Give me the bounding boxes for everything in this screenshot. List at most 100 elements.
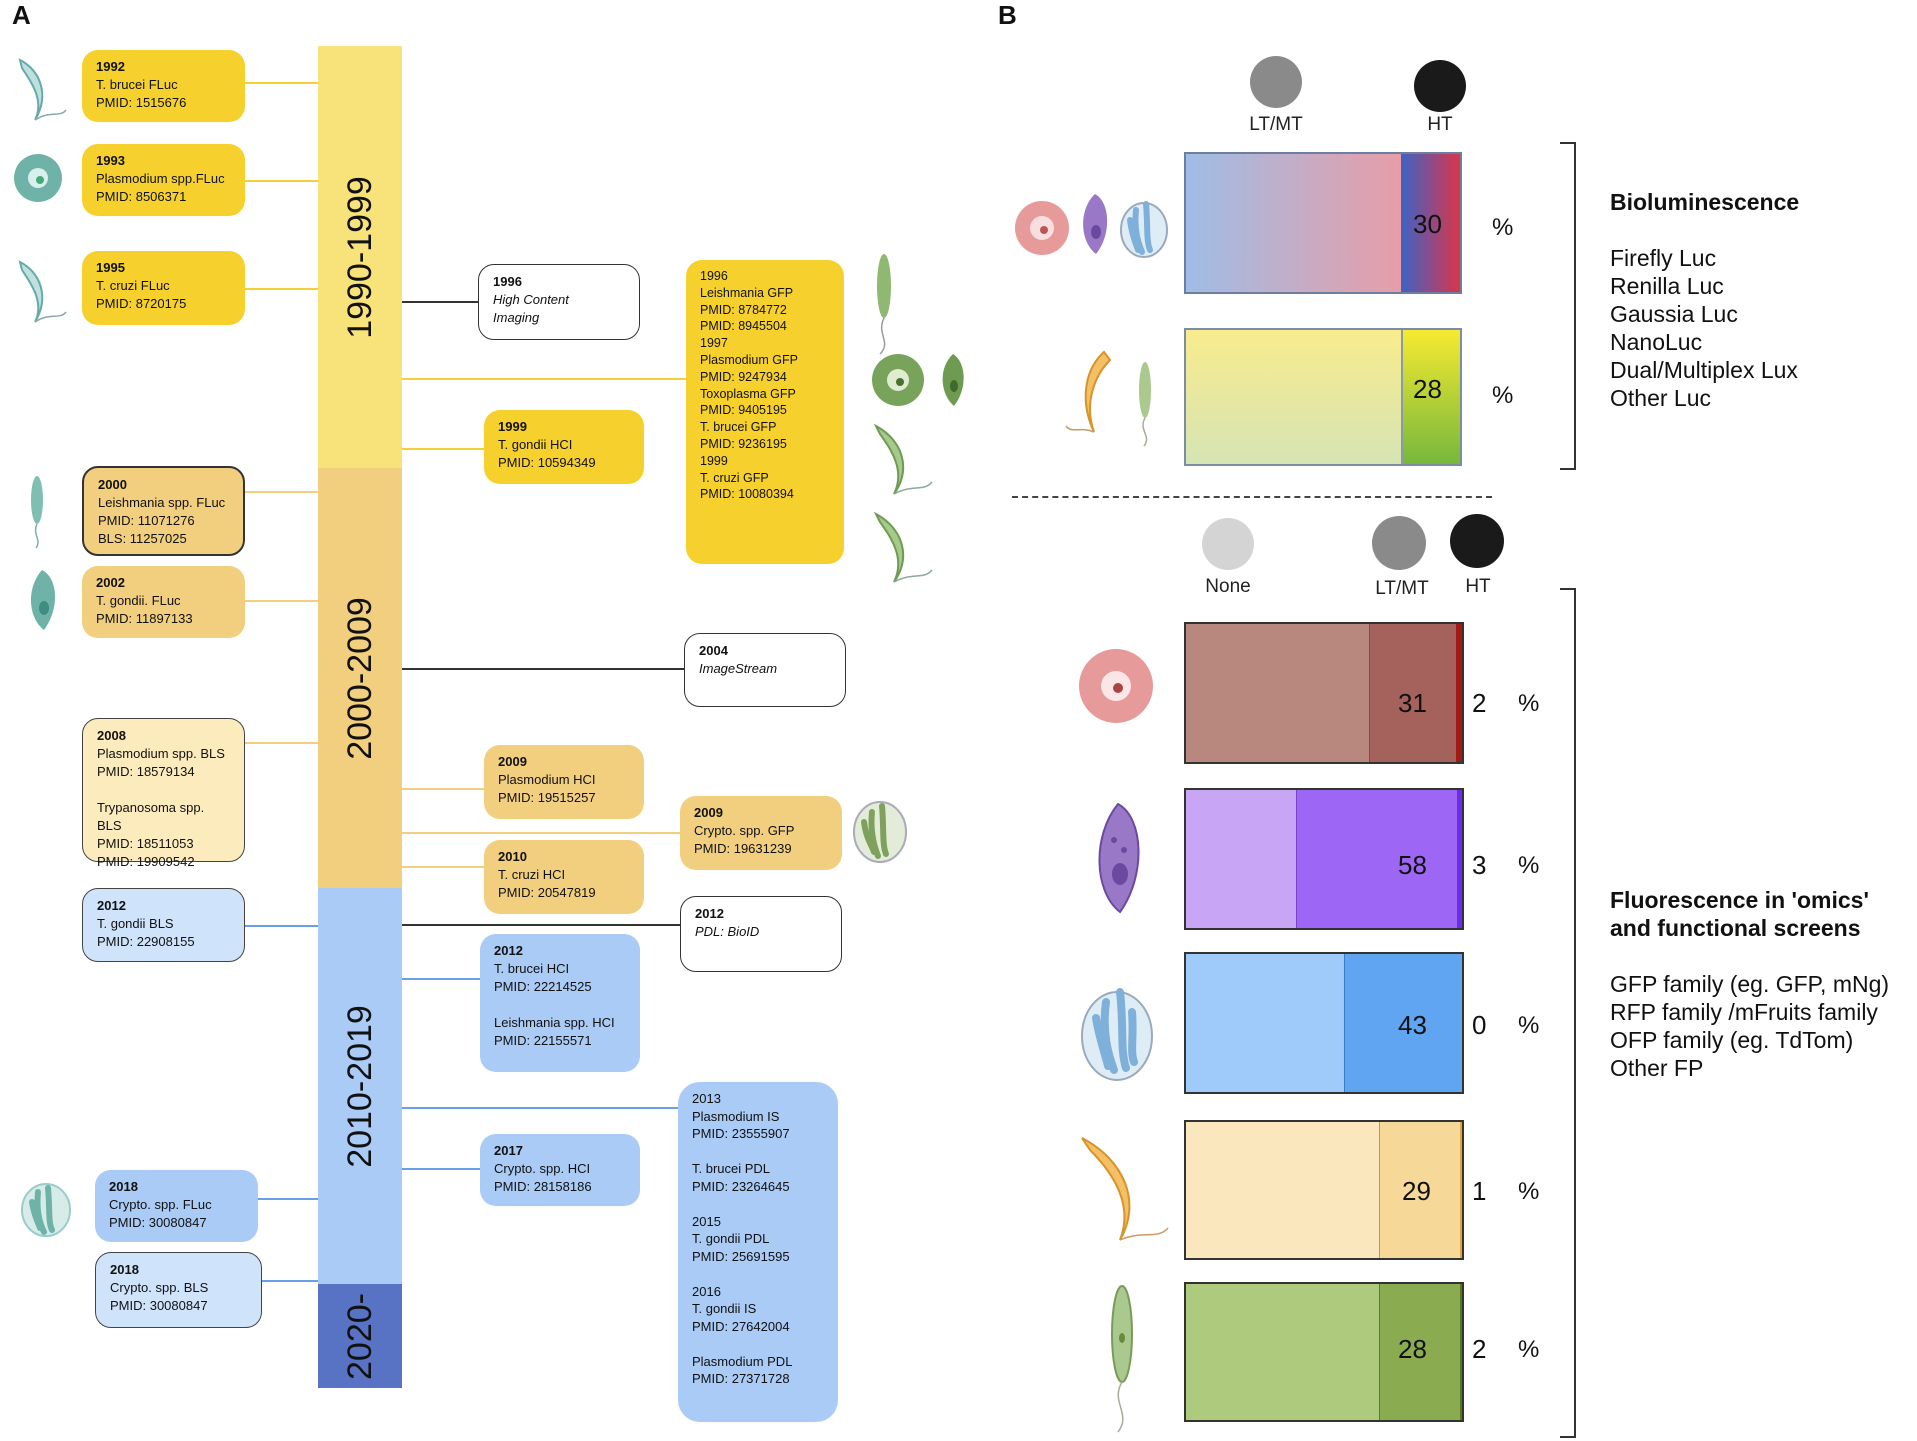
legend-ht-label: HT: [1427, 114, 1453, 135]
toxoplasma-icon: [30, 570, 56, 630]
connector: [402, 1107, 678, 1109]
event-text: Crypto. spp. GFP PMID: 19631239: [694, 823, 795, 856]
legend-ht-dot: [1450, 514, 1504, 568]
event-year: 1995: [96, 260, 125, 275]
cryptosporidium-icon: [21, 1183, 71, 1237]
event-text: Crypto. spp. BLS PMID: 30080847: [110, 1280, 209, 1313]
event-text: T. gondii HCI PMID: 10594349: [498, 437, 596, 470]
connector: [402, 866, 484, 868]
biolum-bar-2-value: 28: [1413, 374, 1442, 404]
event-box-1999-hci: 1999 T. gondii HCI PMID: 10594349: [484, 410, 644, 484]
decade-2000s-label: 2000-2009: [340, 596, 379, 760]
event-box-late: 2013 Plasmodium IS PMID: 23555907 T. bru…: [678, 1082, 838, 1422]
event-text: T. brucei HCI PMID: 22214525 Leishmania …: [494, 961, 615, 1048]
trypanosome-icon: [1065, 350, 1112, 433]
plasmodium-icon: [872, 354, 924, 406]
connector: [402, 832, 680, 834]
biolum-bar-2: [1184, 328, 1462, 466]
fluor-bar-2: [1184, 788, 1464, 930]
legend-ltmt-dot: [1250, 56, 1302, 108]
fluor-bar-5-none: [1186, 1284, 1379, 1420]
fluor-bar-1-ht: [1456, 624, 1462, 762]
event-box-2012-hci: 2012 T. brucei HCI PMID: 22214525 Leishma…: [480, 934, 640, 1072]
fluor-bar-2-none: [1186, 790, 1296, 928]
connector: [402, 668, 684, 670]
fluor-bar-3-ht-value: 0: [1472, 1010, 1487, 1040]
biolum-bar-1: [1184, 152, 1462, 294]
biolum-bracket: [1560, 142, 1576, 470]
event-text: Plasmodium spp.FLuc PMID: 8506371: [96, 171, 225, 204]
connector: [245, 180, 318, 182]
fluor-bar-3-pct: %: [1518, 1012, 1540, 1039]
fluor-bar-1-none: [1186, 624, 1369, 762]
fluor-bracket: [1560, 588, 1576, 1438]
panel-b-label: B: [998, 0, 1017, 30]
plasmodium-icon: [1079, 649, 1153, 723]
biolum-bar-1-pct: %: [1492, 214, 1514, 241]
fluor-bar-4-pct: %: [1518, 1178, 1540, 1205]
decade-2020s-label: 2020-: [340, 1292, 379, 1380]
fluor-bar-1-value: 31: [1398, 688, 1427, 718]
connector: [258, 1198, 318, 1200]
legend-ht-label: HT: [1465, 576, 1491, 597]
connector: [245, 491, 318, 493]
event-year: 2018: [110, 1262, 139, 1277]
event-year: 2012: [494, 943, 523, 958]
biolum-bar-2-pct: %: [1492, 382, 1514, 409]
event-text: T. gondii BLS PMID: 22908155: [97, 916, 195, 949]
fluor-bar-5-pct: %: [1518, 1336, 1540, 1363]
biolum-bar-1-ht: [1401, 154, 1460, 292]
fluor-bar-2-value: 58: [1398, 850, 1427, 880]
event-year: 2010: [498, 849, 527, 864]
event-text: 1996 Leishmania GFP PMID: 8784772 PMID: …: [700, 269, 798, 502]
event-year: 1999: [498, 419, 527, 434]
fluor-bar-1-ltmt: [1369, 624, 1456, 762]
biolum-bar-1-value: 30: [1413, 209, 1442, 239]
trypanosome-icon: [18, 58, 67, 121]
fluor-title: Fluorescence in 'omics' and functional s…: [1610, 887, 1869, 941]
trypanosome-icon: [873, 511, 933, 583]
connector: [402, 924, 682, 926]
fluor-bar-5-value: 28: [1398, 1334, 1427, 1364]
event-year: 2009: [498, 754, 527, 769]
legend-none-label: None: [1205, 576, 1251, 597]
connector: [245, 600, 318, 602]
cryptosporidium-icon: [853, 801, 907, 863]
fluor-bar-3-none: [1186, 954, 1344, 1092]
connector: [245, 82, 318, 84]
biolum-title: Bioluminescence: [1610, 189, 1800, 215]
connector: [245, 288, 318, 290]
connector: [245, 925, 318, 927]
legend-none-dot: [1202, 518, 1254, 570]
decade-1990s: 1990-1999: [318, 46, 402, 468]
legend-ltmt-label: LT/MT: [1249, 114, 1303, 135]
fluor-bar-3: [1184, 952, 1464, 1094]
connector: [245, 742, 318, 744]
connector: [262, 1280, 318, 1282]
plasmodium-icon: [14, 154, 62, 202]
fluor-bar-5-ht-value: 2: [1472, 1334, 1487, 1364]
event-text: Crypto. spp. HCI PMID: 28158186: [494, 1161, 592, 1194]
event-text: Leishmania spp. FLuc PMID: 11071276 BLS:…: [98, 495, 226, 546]
plasmodium-icon: [1015, 201, 1069, 255]
fluor-list: GFP family (eg. GFP, mNg) RFP family /mF…: [1610, 971, 1890, 1081]
section-divider: [1012, 496, 1492, 498]
decade-2010s: 2010-2019: [318, 888, 402, 1284]
event-text: 2013 Plasmodium IS PMID: 23555907 T. bru…: [692, 1091, 793, 1386]
cryptosporidium-icon: [1081, 988, 1153, 1081]
fluor-bar-4-ht-value: 1: [1472, 1176, 1487, 1206]
legend-ltmt-label: LT/MT: [1375, 578, 1429, 599]
fluor-bar-2-ltmt: [1296, 790, 1457, 928]
connector: [402, 448, 484, 450]
